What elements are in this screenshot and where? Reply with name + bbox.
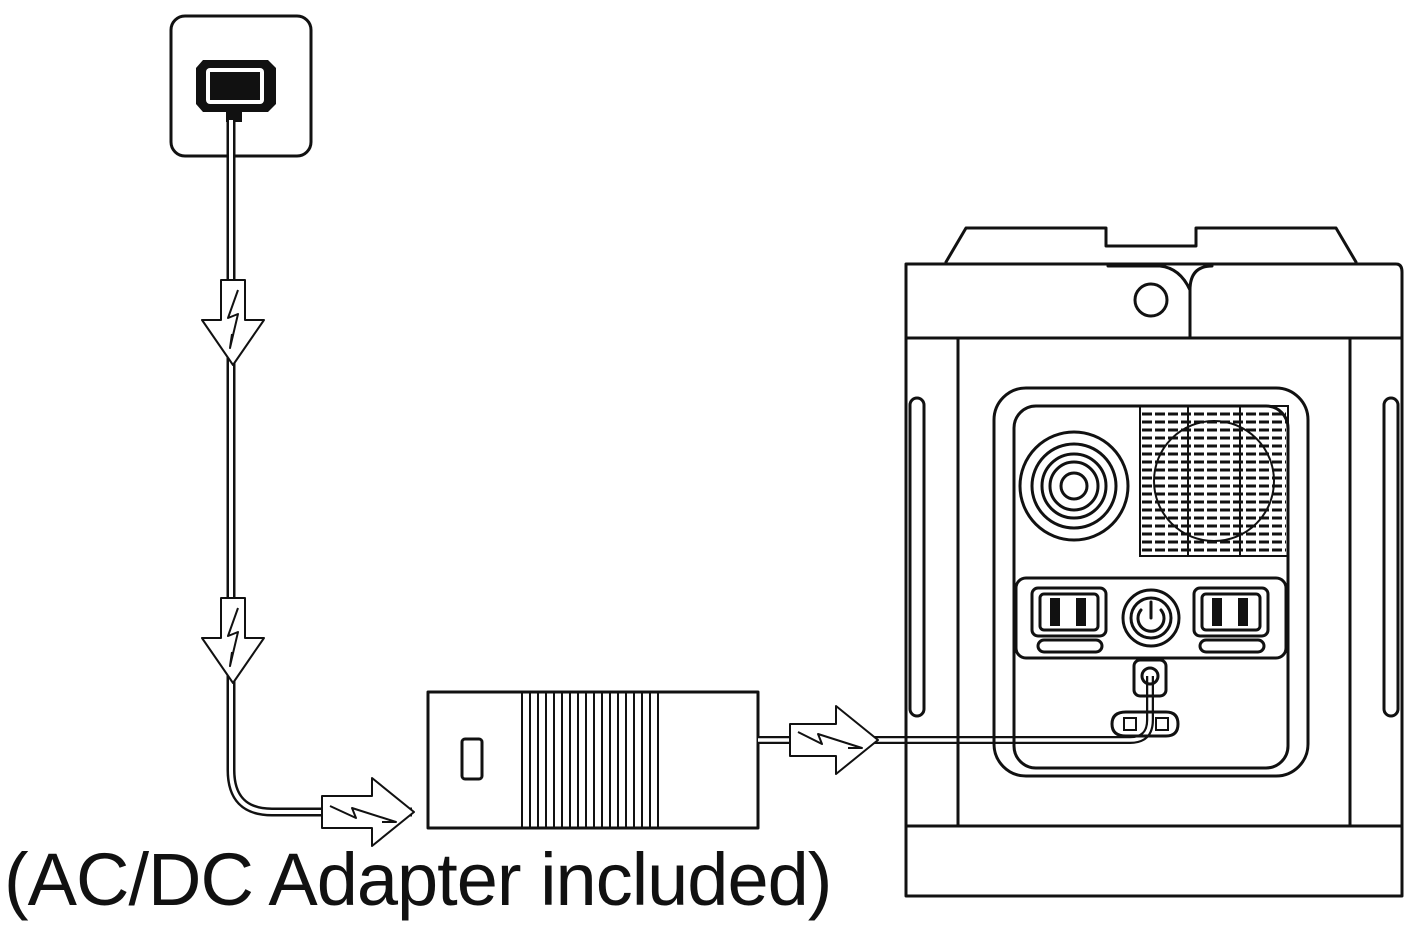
dc-car-socket-icon (1018, 430, 1130, 542)
power-flow-arrow-icon (789, 705, 879, 775)
cooling-fan-icon (1139, 405, 1289, 557)
power-button-icon (1121, 588, 1181, 648)
portable-power-station-icon (904, 226, 1404, 898)
adapter-ribs (521, 692, 659, 828)
ac-outlet-icon (1192, 586, 1270, 654)
power-flow-arrow-icon (321, 777, 415, 847)
dc-charge-port-icon (1110, 658, 1180, 738)
ac-dc-adapter-icon (426, 690, 760, 830)
input-cable (226, 120, 412, 817)
caption: (AC/DC Adapter included) (4, 838, 832, 921)
wall-outlet-icon (169, 14, 313, 158)
power-flow-arrow-icon (201, 279, 265, 366)
vent-grille (1142, 412, 1286, 552)
ac-outlet-icon (1030, 586, 1108, 654)
power-flow-arrow-icon (201, 597, 265, 684)
